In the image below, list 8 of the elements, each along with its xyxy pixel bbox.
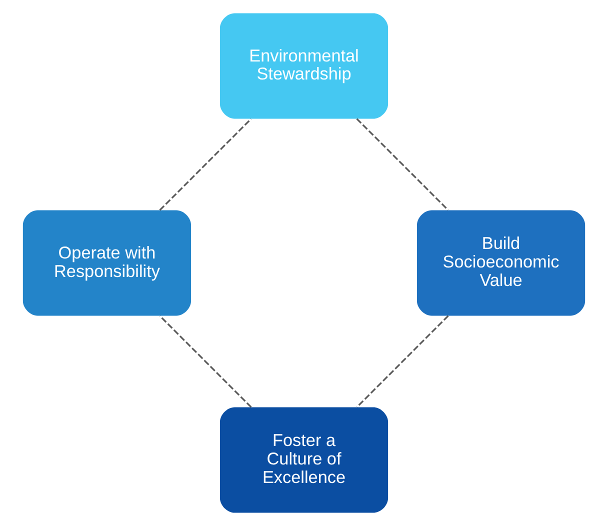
connector (158, 118, 252, 211)
connector (356, 118, 448, 211)
connector (356, 315, 448, 408)
node-box: Operate with Responsibility (22, 210, 191, 316)
node-box: Environmental Stewardship (219, 13, 388, 119)
node-box: Foster a Culture of Excellence (219, 407, 388, 513)
node-box: Build Socioeconomic Value (416, 210, 585, 316)
connector (158, 315, 252, 408)
